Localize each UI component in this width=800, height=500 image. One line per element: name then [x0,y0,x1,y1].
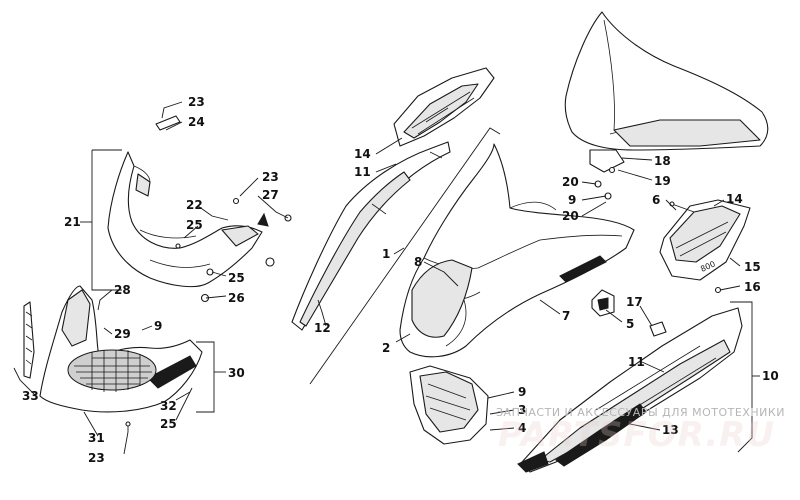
callout-11-upper: 11 [354,165,371,179]
lower-nose-pan-part [39,285,203,413]
callout-11-side: 11 [628,355,645,369]
callout-23-right: 23 [262,170,279,184]
callout-7: 7 [562,309,570,323]
watermark-caption: ЗАПЧАСТИ И АКСЕССУАРЫ ДЛЯ МОТОТЕХНИКИ [496,406,785,419]
callout-5: 5 [626,317,634,331]
callout-24: 24 [188,115,205,129]
callout-26: 26 [228,291,245,305]
callout-25-lower: 25 [228,271,245,285]
callout-28: 28 [114,283,131,297]
rivet-part [155,115,181,131]
nose-bumper-part [107,151,263,288]
side-panel-group: 800 6 14 15 16 17 5 11 10 13 [517,192,779,473]
callout-30: 30 [228,366,245,380]
callout-23-lower: 23 [88,451,105,465]
callout-16: 16 [744,280,761,294]
callout-21: 21 [64,215,81,229]
callout-9-left: 9 [154,319,162,333]
callout-31: 31 [88,431,105,445]
callout-12: 12 [314,321,331,335]
side-bar-part [23,301,35,379]
callout-1: 1 [382,247,390,261]
callout-15: 15 [744,260,761,274]
windshield-group: 18 20 9 20 19 [562,11,769,223]
callout-9-bezel: 9 [518,385,526,399]
callout-25-pan: 25 [160,417,177,431]
callout-17: 17 [626,295,643,309]
grille-mesh-part [67,349,157,391]
callout-13: 13 [662,423,679,437]
callout-32: 32 [160,399,177,413]
watermark-logo: PARTSFOR.RU [498,415,775,455]
callout-22: 22 [186,198,203,212]
callout-14-side: 14 [726,192,743,206]
callout-20-upper: 20 [562,175,579,189]
callout-18: 18 [654,154,671,168]
callout-3: 3 [518,403,526,417]
watermark: ЗАПЧАСТИ И АКСЕССУАРЫ ДЛЯ МОТОТЕХНИКИ PA… [496,406,785,455]
windshield-bracket-part [589,149,625,173]
windshield-part [564,11,769,151]
hood-decal-stripe-part [559,255,607,283]
callout-6: 6 [652,193,660,207]
callout-20-lower: 20 [562,209,579,223]
bumper-assembly-group: 23 24 21 22 25 23 27 25 26 28 29 9 33 30… [13,95,292,465]
callout-8: 8 [414,255,422,269]
callout-4: 4 [518,421,526,435]
callout-9-windshield: 9 [568,193,576,207]
callout-33: 33 [22,389,39,403]
callout-14-upper: 14 [354,147,371,161]
callout-2: 2 [382,341,390,355]
callout-19: 19 [654,174,671,188]
hood-assembly-group: 14 11 12 1 8 2 7 9 3 4 [291,67,635,445]
callout-29: 29 [114,327,131,341]
callout-27: 27 [262,188,279,202]
callout-10: 10 [762,369,779,383]
callout-25-bumper: 25 [186,218,203,232]
callout-23-upper: 23 [188,95,205,109]
